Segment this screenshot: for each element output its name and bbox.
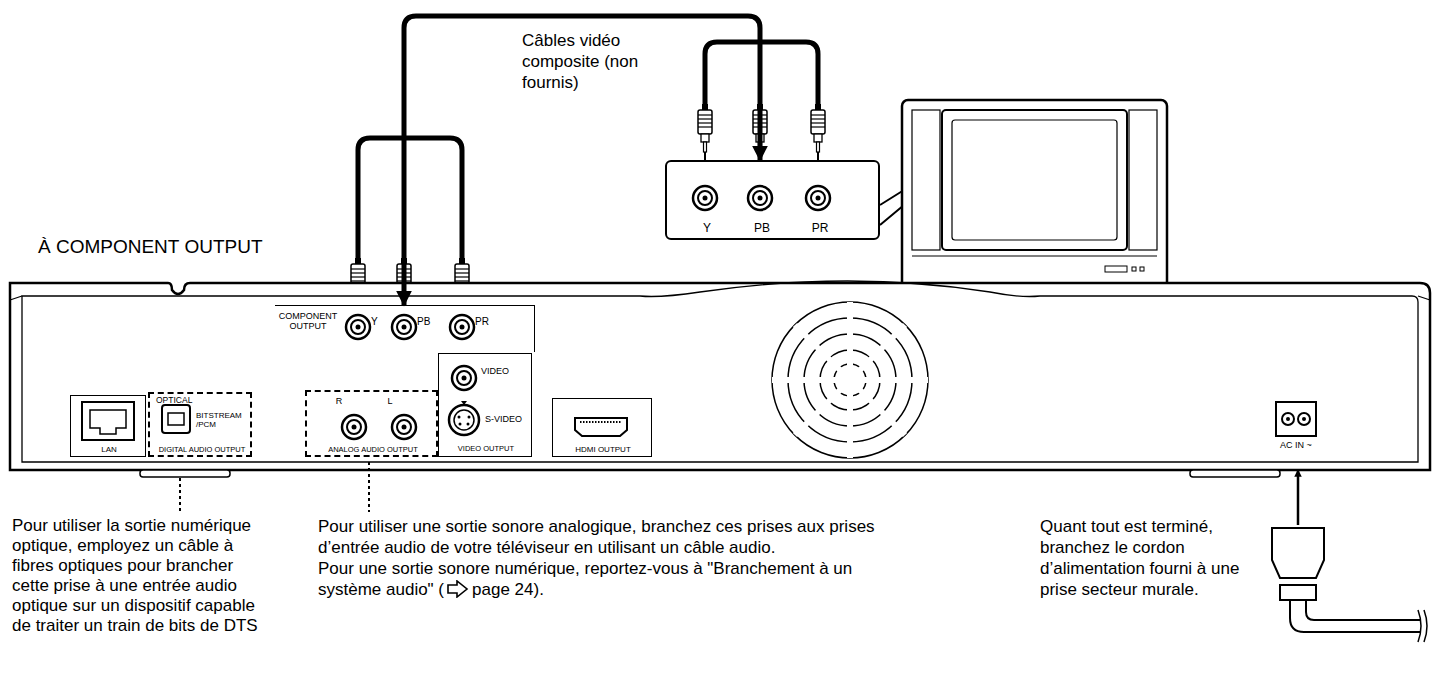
note-text: Pour utiliser une sortie sonore analogiq… xyxy=(318,516,878,558)
page-reference-icon xyxy=(447,580,469,598)
analog-audio-box: R L ANALOG AUDIO OUTPUT xyxy=(305,390,438,457)
note-text-group: Pour utiliser une sortie sonore analogiq… xyxy=(318,516,878,600)
jack-label: PR xyxy=(812,222,829,235)
jack-label: OPTICAL xyxy=(156,396,192,405)
jack-label: R xyxy=(336,397,343,407)
video-output-box: VIDEO S-VIDEO VIDEO OUTPUT xyxy=(438,353,532,457)
connection-label: À COMPONENT OUTPUT xyxy=(38,236,263,257)
hdmi-output-box: HDMI OUTPUT xyxy=(552,398,652,457)
jack-label: ANALOG AUDIO OUTPUT xyxy=(328,446,418,454)
jack-label: Y xyxy=(703,222,711,235)
jack-label: L xyxy=(387,397,392,407)
note-text: Pour utiliser la sortie numérique optiqu… xyxy=(12,516,274,636)
jack-label: HDMI OUTPUT xyxy=(575,446,631,455)
lan-port-box: LAN xyxy=(70,395,146,457)
note-text: Pour une sortie sonore numérique, report… xyxy=(318,559,852,599)
digital-audio-box: OPTICAL BITSTREAM /PCM DIGITAL AUDIO OUTPU… xyxy=(148,392,252,457)
jack-label: Y xyxy=(371,316,378,327)
cable-label: Câbles vidéo composite (non fournis) xyxy=(522,30,652,93)
jack-label: AC IN ~ xyxy=(1280,441,1312,451)
component-output-panel: COMPONENT OUTPUT Y PB PR xyxy=(275,305,535,352)
jack-label: DIGITAL AUDIO OUTPUT xyxy=(159,446,246,454)
jack-label: BITSTREAM /PCM xyxy=(196,412,240,430)
jack-label: PB xyxy=(417,316,430,327)
note-text: Quant tout est terminé, branchez le cord… xyxy=(1040,516,1272,600)
ac-inlet-box: AC IN ~ xyxy=(1268,395,1324,457)
jack-label: PB xyxy=(754,222,770,235)
jack-label: PR xyxy=(475,316,489,327)
jack-label: VIDEO xyxy=(481,367,509,377)
jack-label: VIDEO OUTPUT xyxy=(458,445,514,453)
jack-label: COMPONENT OUTPUT xyxy=(277,312,339,332)
jack-label: LAN xyxy=(101,446,117,455)
jack-label: S-VIDEO xyxy=(485,415,522,425)
note-text: page 24). xyxy=(472,580,544,599)
tv-input-panel: Y PB PR xyxy=(665,160,880,240)
